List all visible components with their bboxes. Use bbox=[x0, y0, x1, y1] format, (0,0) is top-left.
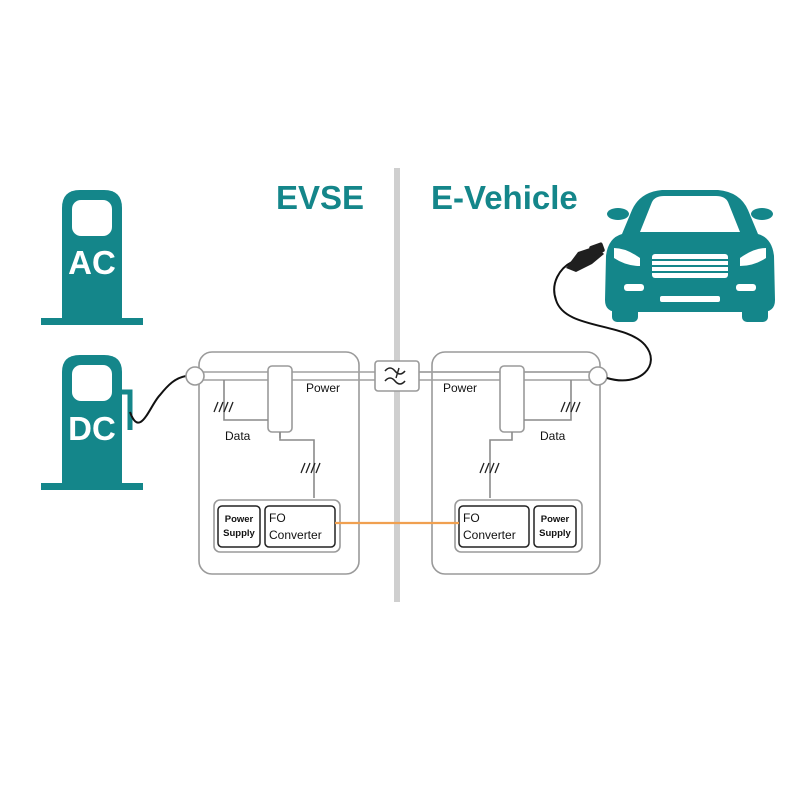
ac-label: AC bbox=[68, 244, 116, 281]
svg-text:Converter: Converter bbox=[269, 528, 322, 542]
svg-text:Power: Power bbox=[225, 514, 254, 525]
dc-charging-station-icon: DC bbox=[41, 355, 143, 490]
vehicle-power-supply: Power Supply bbox=[533, 505, 577, 548]
evse-power-label: Power bbox=[306, 381, 340, 395]
ac-charging-station-icon: AC bbox=[41, 190, 143, 325]
vehicle-data-label: Data bbox=[540, 429, 566, 443]
evse-connector-node bbox=[185, 366, 205, 386]
vehicle-coupler bbox=[489, 365, 572, 498]
charging-plug-icon bbox=[566, 242, 605, 272]
svg-text:Supply: Supply bbox=[223, 528, 255, 539]
svg-text:FO: FO bbox=[269, 511, 286, 525]
vehicle-charging-cable bbox=[553, 261, 652, 382]
evse-coupler bbox=[223, 365, 315, 498]
filter-icon bbox=[374, 360, 420, 392]
evse-heading: EVSE bbox=[276, 179, 364, 216]
vehicle-fiber-hatch bbox=[479, 462, 500, 474]
vehicle-power-label: Power bbox=[443, 381, 477, 395]
svg-text:Converter: Converter bbox=[463, 528, 516, 542]
svg-text:Power: Power bbox=[541, 514, 570, 525]
dc-label: DC bbox=[68, 410, 116, 447]
evse-fo-converter: FO Converter bbox=[264, 505, 336, 548]
evse-power-supply: Power Supply bbox=[217, 505, 261, 548]
e-vehicle-heading: E-Vehicle bbox=[431, 179, 578, 216]
evse-data-hatch bbox=[213, 401, 234, 413]
evse-module bbox=[198, 351, 360, 575]
svg-text:Supply: Supply bbox=[539, 528, 571, 539]
vehicle-data-hatch bbox=[560, 401, 581, 413]
evse-charging-cable bbox=[129, 375, 187, 424]
evse-data-label: Data bbox=[225, 429, 251, 443]
car-icon bbox=[605, 190, 775, 322]
vehicle-fo-converter: FO Converter bbox=[458, 505, 530, 548]
evse-fiber-hatch bbox=[300, 462, 321, 474]
svg-text:FO: FO bbox=[463, 511, 480, 525]
vehicle-module bbox=[431, 351, 601, 575]
vehicle-connector-node bbox=[588, 366, 608, 386]
